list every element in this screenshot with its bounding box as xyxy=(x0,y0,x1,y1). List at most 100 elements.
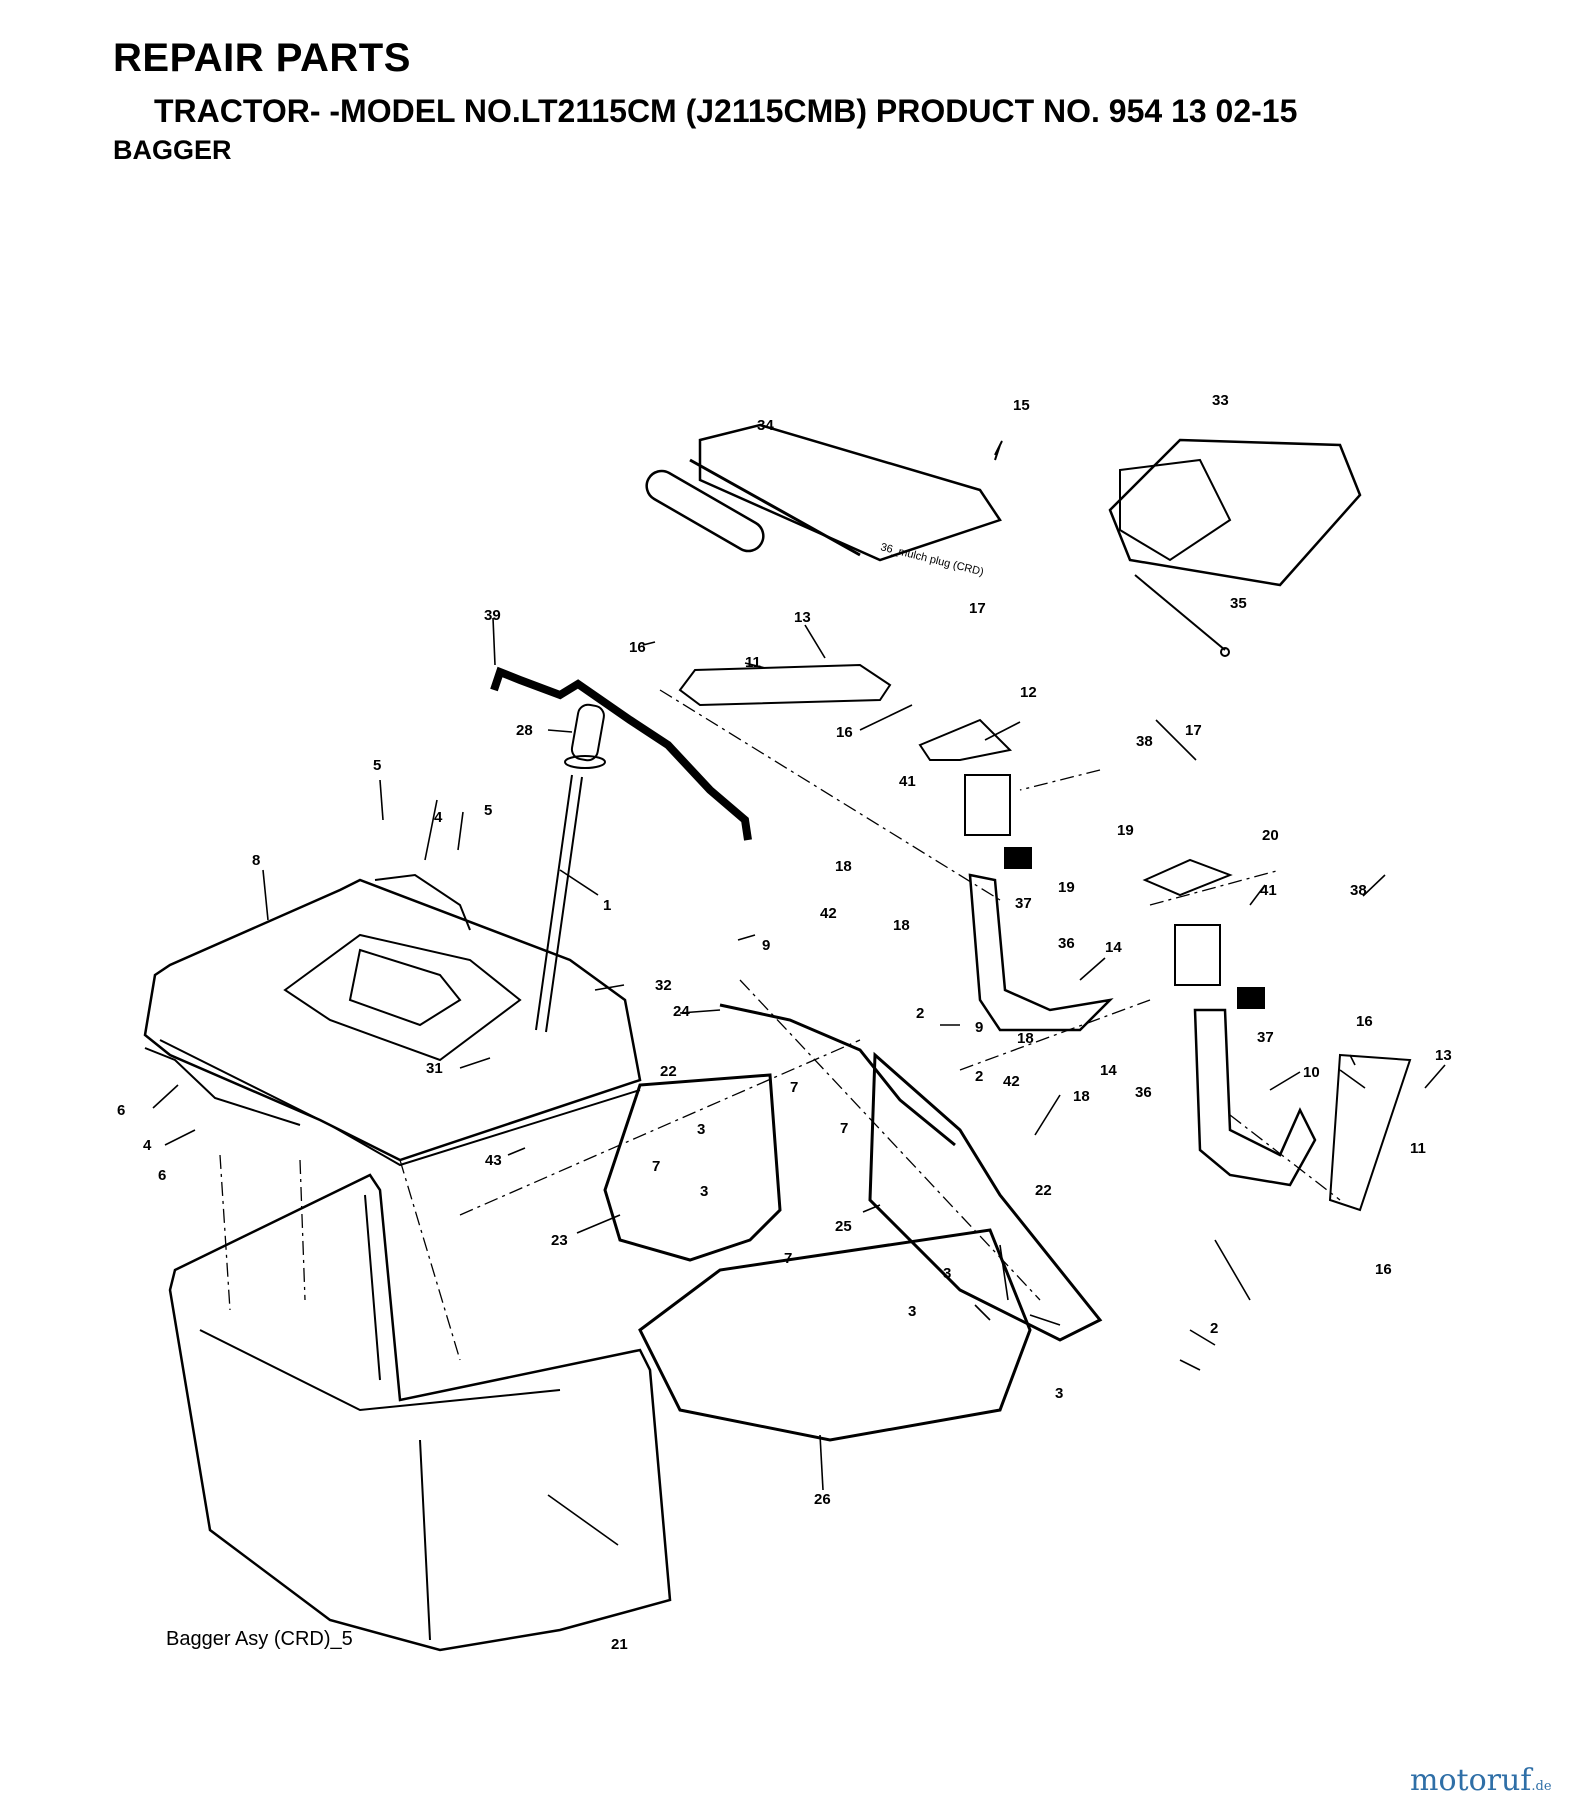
callout-16d: 16 xyxy=(1375,1261,1392,1278)
callout-28: 28 xyxy=(516,722,533,739)
callout-16c: 16 xyxy=(1356,1013,1373,1030)
callout-14b: 14 xyxy=(1100,1062,1117,1079)
callout-26: 26 xyxy=(814,1491,831,1508)
callout-4b: 4 xyxy=(143,1137,152,1154)
callout-6: 6 xyxy=(117,1102,125,1119)
callout-18: 18 xyxy=(835,858,852,875)
callout-2: 2 xyxy=(916,1005,924,1022)
callout-22b: 22 xyxy=(1035,1182,1052,1199)
latch-20 xyxy=(1142,858,1233,897)
callout-4: 4 xyxy=(434,809,443,826)
clamp-41-upper xyxy=(964,774,1011,836)
callout-16: 16 xyxy=(629,639,646,656)
callout-17b: 17 xyxy=(1185,722,1202,739)
callout-1: 1 xyxy=(603,897,611,914)
callout-34: 34 xyxy=(757,417,774,434)
frame-23 xyxy=(603,1073,782,1262)
clamp-41-lower xyxy=(1174,924,1221,986)
grip-28 xyxy=(564,703,606,769)
callout-36: 36 xyxy=(1058,935,1075,952)
pad-37-upper xyxy=(1004,847,1032,869)
callout-35: 35 xyxy=(1230,595,1247,612)
diagram-caption: Bagger Asy (CRD)_5 xyxy=(166,1628,353,1650)
callout-41: 41 xyxy=(899,773,916,790)
rod-24 xyxy=(719,1003,956,1147)
leader-lines xyxy=(152,617,1446,1546)
callout-41b: 41 xyxy=(1260,882,1277,899)
support-arm-10 xyxy=(1193,1008,1317,1187)
callout-32: 32 xyxy=(655,977,672,994)
hinge-4-left xyxy=(144,1047,301,1126)
model-subtitle: TRACTOR- -MODEL NO.LT2115CM (J2115CMB) P… xyxy=(154,93,1298,129)
callout-11b: 11 xyxy=(1410,1140,1426,1157)
callout-23: 23 xyxy=(551,1232,568,1249)
callout-14: 14 xyxy=(1105,939,1122,956)
callout-31: 31 xyxy=(426,1060,443,1077)
callout-7b: 7 xyxy=(790,1079,798,1096)
callout-10: 10 xyxy=(1303,1064,1320,1081)
callout-18b: 18 xyxy=(893,917,910,934)
callout-18d: 18 xyxy=(1073,1088,1090,1105)
callout-19b: 19 xyxy=(1058,879,1075,896)
callout-7d: 7 xyxy=(784,1250,792,1267)
frame-25 xyxy=(868,1051,1103,1342)
bagger-cover-8 xyxy=(143,878,642,1167)
callout-9b: 9 xyxy=(975,1019,983,1036)
watermark-suffix: .de xyxy=(1531,1779,1552,1794)
callout-42: 42 xyxy=(820,905,837,922)
callout-20: 20 xyxy=(1262,827,1279,844)
callout-13b: 13 xyxy=(1435,1047,1452,1064)
callout-8: 8 xyxy=(252,852,260,869)
callout-37: 37 xyxy=(1015,895,1032,912)
callout-12: 12 xyxy=(1020,684,1037,701)
callout-15: 15 xyxy=(1013,397,1030,414)
callout-3: 3 xyxy=(697,1121,705,1138)
alignment-lines xyxy=(219,689,1341,1361)
callout-labels: 1 2 2 2 3 3 3 3 3 4 4 5 5 6 6 7 7 7 7 8 … xyxy=(117,392,1452,1653)
pad-37-lower xyxy=(1237,987,1265,1009)
callout-39: 39 xyxy=(484,607,501,624)
callout-5: 5 xyxy=(373,757,381,774)
bag-21 xyxy=(168,1173,672,1652)
callout-18c: 18 xyxy=(1017,1030,1034,1047)
callout-36b: 36 xyxy=(1135,1084,1152,1101)
callout-42b: 42 xyxy=(1003,1073,1020,1090)
callout-3d: 3 xyxy=(908,1303,916,1320)
callout-3e: 3 xyxy=(1055,1385,1063,1402)
callout-6b: 6 xyxy=(158,1167,166,1184)
callout-2b: 2 xyxy=(975,1068,983,1085)
frame-26 xyxy=(638,1228,1032,1442)
callout-13: 13 xyxy=(794,609,811,626)
callout-38b: 38 xyxy=(1350,882,1367,899)
callout-2c: 2 xyxy=(1210,1320,1218,1337)
callout-22: 22 xyxy=(660,1063,677,1080)
page-title: REPAIR PARTS xyxy=(113,36,411,80)
mulch-plug-assembly xyxy=(645,423,1362,657)
handle-39 xyxy=(490,666,752,841)
callout-9: 9 xyxy=(762,937,770,954)
section-title: BAGGER xyxy=(113,135,232,165)
watermark-text: motoruf xyxy=(1410,1763,1532,1798)
callout-19: 19 xyxy=(1117,822,1134,839)
bracket-11-right xyxy=(1328,1053,1412,1212)
callout-7: 7 xyxy=(652,1158,660,1175)
support-arm-left xyxy=(968,873,1114,1032)
callout-25: 25 xyxy=(835,1218,852,1235)
rod-1 xyxy=(535,774,583,1033)
callout-43: 43 xyxy=(485,1152,502,1169)
bracket-11-top xyxy=(678,663,892,707)
latch-12 xyxy=(918,718,1013,761)
callout-38: 38 xyxy=(1136,733,1153,750)
callout-7c: 7 xyxy=(840,1120,848,1137)
inset-note: 36_mulch plug (CRD) xyxy=(879,541,985,578)
callout-21: 21 xyxy=(611,1636,628,1653)
hinge-4-top xyxy=(374,873,471,931)
callout-37b: 37 xyxy=(1257,1029,1274,1046)
callout-3b: 3 xyxy=(700,1183,708,1200)
callout-5b: 5 xyxy=(484,802,492,819)
callout-11: 11 xyxy=(745,654,761,671)
watermark-logo: motoruf.de xyxy=(1410,1763,1552,1798)
callout-24: 24 xyxy=(673,1003,690,1020)
callout-33: 33 xyxy=(1212,392,1229,409)
